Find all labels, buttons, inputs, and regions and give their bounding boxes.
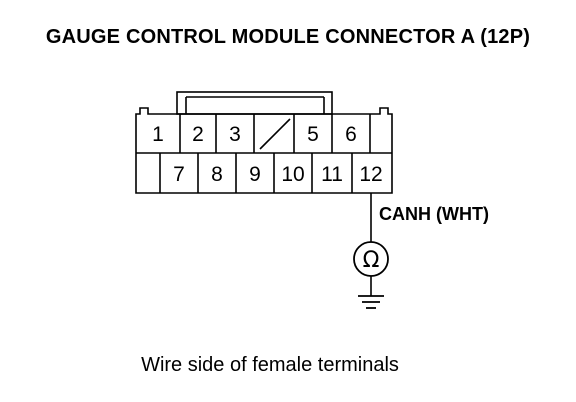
pin-2: 2 <box>192 123 204 146</box>
ground-icon <box>358 295 384 309</box>
pin-10: 10 <box>281 163 304 186</box>
wire-label: CANH (WHT) <box>379 204 489 224</box>
top-row-dividers <box>179 114 371 153</box>
connector-body <box>135 107 393 194</box>
pin-5: 5 <box>307 123 319 146</box>
slash-icon <box>259 118 291 150</box>
diagram-caption: Wire side of female terminals <box>141 354 399 376</box>
pin-11: 11 <box>321 163 343 186</box>
ohm-symbol: Ω <box>363 248 380 273</box>
pin-6: 6 <box>345 123 357 146</box>
pin-9: 9 <box>249 163 261 186</box>
bottom-row-dividers <box>159 153 353 193</box>
ohmmeter-icon: Ω <box>353 241 389 277</box>
pin-3: 3 <box>229 123 241 146</box>
connector-lock-tab <box>176 91 333 115</box>
diagram-title: GAUGE CONTROL MODULE CONNECTOR A (12P) <box>45 26 531 48</box>
pin-7: 7 <box>173 163 185 186</box>
pin-1: 1 <box>152 123 164 146</box>
pin-12: 12 <box>359 163 382 186</box>
pin-8: 8 <box>211 163 223 186</box>
